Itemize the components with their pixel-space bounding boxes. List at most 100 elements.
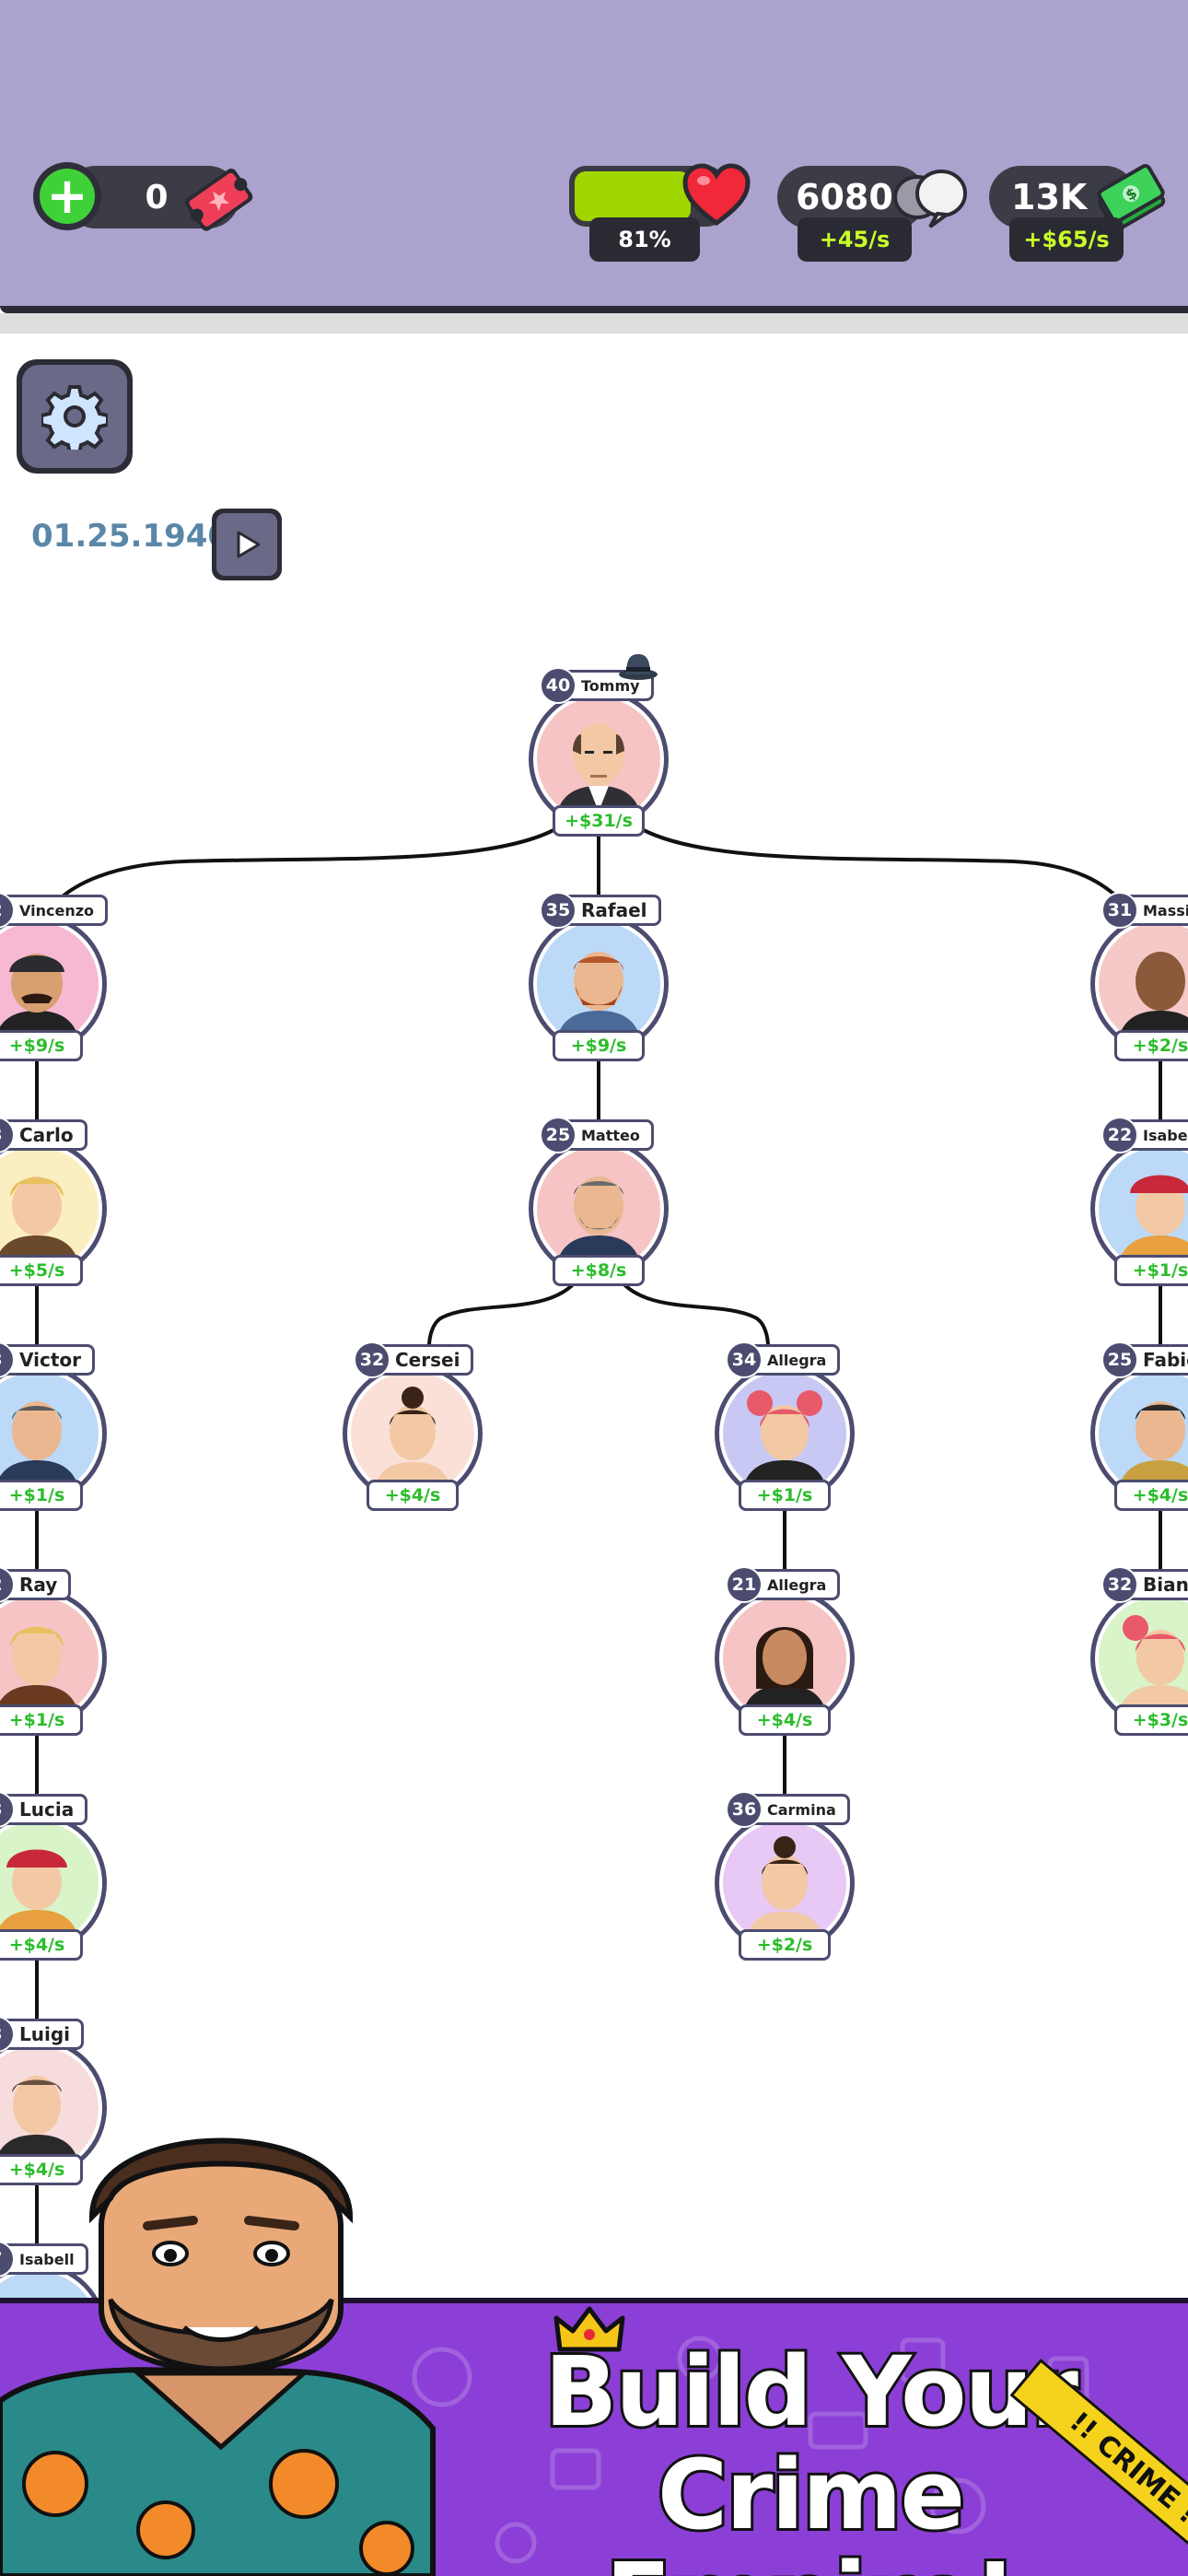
member-name: Tommy bbox=[562, 670, 654, 701]
woman-pink-hair-portrait bbox=[1117, 1615, 1188, 1720]
member-allegra-top[interactable]: 34 Allegra +$1/s bbox=[715, 1341, 855, 1511]
member-name: Isabell bbox=[0, 2243, 88, 2275]
member-matteo[interactable]: 25 Matteo +$8/s bbox=[529, 1117, 669, 1286]
play-icon bbox=[237, 531, 261, 558]
cash-stack-icon: $ bbox=[1097, 164, 1166, 232]
member-rafael[interactable]: 35 Rafael +$9/s bbox=[529, 892, 669, 1061]
add-tickets-button[interactable]: + bbox=[33, 162, 101, 230]
level-badge: 32 bbox=[354, 1341, 390, 1378]
member-massimo[interactable]: 31 Massim +$2/s bbox=[1090, 892, 1188, 1061]
bearded-man-portrait bbox=[555, 952, 642, 1046]
crown-icon bbox=[553, 2306, 625, 2352]
banner-line-2: Crime Empire! bbox=[603, 2439, 1020, 2576]
family-tree-connectors bbox=[35, 824, 1162, 2246]
level-badge: 35 bbox=[540, 892, 577, 929]
member-rate: +$1/s bbox=[0, 1480, 83, 1511]
woman-cap-portrait bbox=[1117, 1175, 1188, 1270]
member-rate: +$31/s bbox=[553, 805, 645, 837]
member-fabio[interactable]: 25 Fabio +$4/s bbox=[1090, 1341, 1188, 1511]
level-badge: 25 bbox=[540, 1117, 577, 1153]
woman-bun-portrait bbox=[373, 1387, 452, 1495]
member-name: Rafael bbox=[562, 895, 661, 926]
fedora-hat-icon bbox=[619, 654, 658, 680]
member-rate: +$3/s bbox=[1114, 1704, 1188, 1736]
member-name: Allegra bbox=[748, 1569, 841, 1600]
portrait-frame bbox=[1090, 1588, 1188, 1728]
gray-haired-man-portrait bbox=[555, 1177, 642, 1270]
member-rate: +$9/s bbox=[0, 1030, 83, 1061]
health-percent: 81% bbox=[589, 217, 700, 262]
level-badge: 32 bbox=[1101, 1566, 1138, 1603]
member-name: Carmina bbox=[748, 1794, 850, 1825]
member-rate: +$1/s bbox=[1114, 1255, 1188, 1286]
level-badge: 36 bbox=[726, 1791, 763, 1828]
member-rate: +$2/s bbox=[739, 1929, 831, 1961]
banner-pattern bbox=[412, 2336, 1089, 2564]
respect-value: 6080 bbox=[796, 177, 893, 217]
hud-shadow bbox=[0, 313, 1188, 334]
member-cersei[interactable]: 32 Cersei +$4/s bbox=[343, 1341, 483, 1511]
woman-dark-hair-portrait bbox=[741, 1627, 828, 1720]
banner-line-1: Build Your bbox=[542, 2336, 1081, 2448]
member-name: Fabio bbox=[1124, 1344, 1188, 1376]
member-rate: +$5/s bbox=[0, 1255, 83, 1286]
member-victor[interactable]: 3 Victor +$1/s bbox=[0, 1341, 107, 1511]
gear-icon bbox=[41, 385, 108, 450]
member-allegra-middle[interactable]: 21 Allegra +$4/s bbox=[715, 1566, 855, 1736]
thug-portrait bbox=[0, 954, 80, 1046]
level-badge: 34 bbox=[726, 1341, 763, 1378]
member-rate: +$9/s bbox=[553, 1030, 645, 1061]
member-lucia[interactable]: 3 Lucia +$4/s bbox=[0, 1791, 107, 1961]
respect-rate: +45/s bbox=[798, 217, 912, 262]
blond-man-portrait bbox=[0, 1626, 80, 1720]
speech-bubbles-icon bbox=[893, 170, 967, 228]
member-isabella-right[interactable]: 22 Isabell +$1/s bbox=[1090, 1117, 1188, 1286]
member-rate: +$1/s bbox=[0, 1704, 83, 1736]
member-rate: +$4/s bbox=[0, 2154, 83, 2185]
ticket-icon bbox=[184, 169, 253, 231]
member-rate: +$4/s bbox=[739, 1704, 831, 1736]
member-carlo[interactable]: 3 Carlo +$5/s bbox=[0, 1117, 107, 1286]
game-date: 01.25.1940 bbox=[31, 518, 230, 555]
top-hud bbox=[0, 0, 1188, 313]
banner-headline: Build Your Crime Empire! bbox=[479, 2336, 1142, 2576]
woman-pink-hair-portrait bbox=[741, 1390, 828, 1495]
member-rate: +$4/s bbox=[367, 1480, 459, 1511]
cash-value: 13K bbox=[1011, 177, 1088, 217]
level-badge: 40 bbox=[540, 667, 577, 704]
member-name: Massim bbox=[1124, 895, 1188, 926]
play-speed-button[interactable] bbox=[212, 509, 282, 580]
member-name: Matteo bbox=[562, 1119, 654, 1151]
settings-button[interactable] bbox=[17, 359, 133, 474]
member-name: Vincenzo bbox=[0, 895, 109, 926]
cash-rate: +$65/s bbox=[1009, 217, 1124, 262]
member-bianca[interactable]: 32 Bianca +$3/s bbox=[1090, 1566, 1188, 1736]
man-dark-hair-portrait bbox=[1117, 1401, 1188, 1495]
member-rate: +$4/s bbox=[1114, 1480, 1188, 1511]
member-tommy[interactable]: 40 Tommy +$31/s bbox=[529, 654, 669, 837]
plus-icon: + bbox=[40, 169, 95, 224]
boss-portrait bbox=[555, 723, 642, 821]
level-badge: 25 bbox=[1101, 1341, 1138, 1378]
level-badge: 31 bbox=[1101, 892, 1138, 929]
mascot-character bbox=[0, 2137, 436, 2576]
woman-cap-portrait bbox=[0, 1849, 80, 1945]
tickets-value: 0 bbox=[145, 178, 169, 217]
member-carmina[interactable]: 36 Carmina +$2/s bbox=[715, 1791, 855, 1961]
member-rate: +$1/s bbox=[739, 1480, 831, 1511]
heart-icon bbox=[682, 163, 751, 227]
level-badge: 22 bbox=[1101, 1117, 1138, 1153]
member-rate: +$8/s bbox=[553, 1255, 645, 1286]
member-name: Cersei bbox=[376, 1344, 474, 1376]
member-name: Allegra bbox=[748, 1344, 841, 1376]
blond-man-portrait bbox=[0, 1177, 80, 1270]
member-vincenzo[interactable]: 2 Vincenzo +$9/s bbox=[0, 892, 109, 1061]
woman-bun-portrait bbox=[745, 1836, 824, 1945]
member-name: Lucia bbox=[0, 1794, 88, 1825]
member-luigi[interactable]: 3 Luigi +$4/s bbox=[0, 2016, 107, 2185]
level-badge: 21 bbox=[726, 1566, 763, 1603]
health-bar bbox=[569, 166, 724, 227]
member-rate: +$2/s bbox=[1114, 1030, 1188, 1061]
member-ray[interactable]: 2 Ray +$1/s bbox=[0, 1566, 107, 1736]
